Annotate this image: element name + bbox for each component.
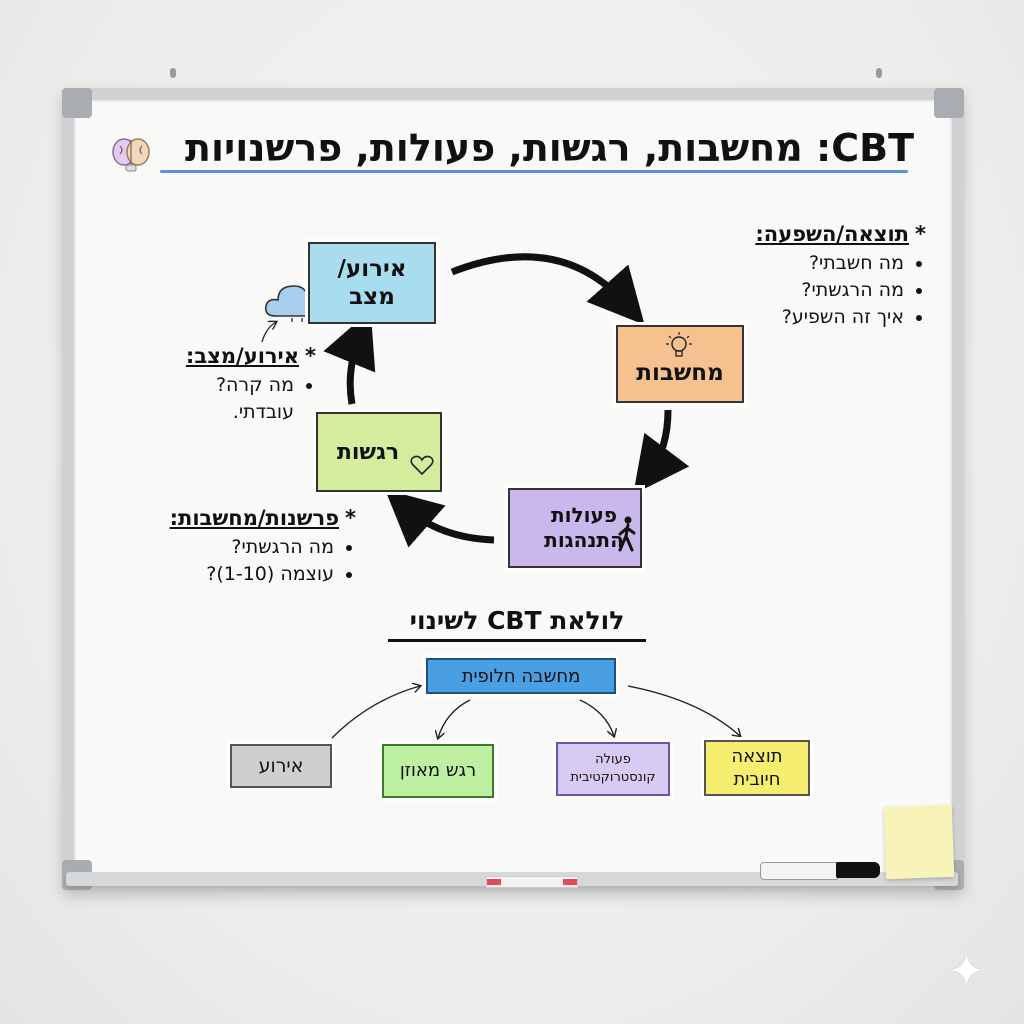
alt-thought-label: מחשבה חלופית bbox=[461, 665, 581, 687]
event-situation-label: אירוע/ מצב bbox=[337, 256, 407, 310]
wall-nail-right bbox=[876, 68, 882, 78]
constructive-action-label: פעולה קונסטרוקטיבית bbox=[570, 752, 656, 785]
thoughts-label: מחשבות bbox=[636, 360, 724, 386]
notes-outcome-item: מה חשבתי? bbox=[755, 250, 904, 277]
walking-person-icon bbox=[618, 516, 636, 552]
notes-outcome-item: מה הרגשתי? bbox=[755, 277, 904, 304]
sparkle-icon: ✦ bbox=[948, 946, 985, 997]
lightbulb-icon bbox=[666, 332, 692, 357]
brain-icon bbox=[112, 138, 150, 172]
whiteboard-marker bbox=[760, 862, 880, 880]
sticky-note bbox=[883, 804, 955, 880]
board-corner bbox=[62, 88, 92, 118]
notes-event-item: מה קרה? bbox=[186, 372, 294, 399]
asterisk-icon: * bbox=[915, 222, 926, 246]
notes-interpretation-item: מה הרגשתי? bbox=[170, 534, 334, 561]
asterisk-icon: * bbox=[305, 344, 316, 368]
balanced-feeling-box: רגש מאוזן bbox=[382, 744, 494, 798]
feelings-box: רגשות bbox=[316, 412, 442, 492]
page-title: CBT: מחשבות, רגשות, פעולות, פרשנויות bbox=[185, 126, 914, 170]
title-underline bbox=[160, 170, 908, 173]
small-event-box: אירוע bbox=[230, 744, 332, 788]
notes-event-heading: אירוע/מצב: bbox=[185, 344, 300, 368]
alt-thought-box: מחשבה חלופית bbox=[426, 658, 616, 694]
event-situation-box: אירוע/ מצב bbox=[308, 242, 436, 324]
wall-nail-left bbox=[170, 68, 176, 78]
board-corner bbox=[934, 88, 964, 118]
notes-interpretation-heading: פרשנות/מחשבות: bbox=[169, 506, 340, 530]
notes-outcome: *תוצאה/השפעה: מה חשבתי? מה הרגשתי? איך ז… bbox=[755, 222, 926, 331]
notes-event: *אירוע/מצב: מה קרה? עובדתי. bbox=[186, 344, 316, 426]
notes-interpretation: *פרשנות/מחשבות: מה הרגשתי? עוצמה (1-10)? bbox=[170, 506, 356, 588]
balanced-feeling-label: רגש מאוזן bbox=[399, 760, 477, 781]
actions-behavior-label: פעולות התנהגות bbox=[544, 503, 624, 552]
actions-behavior-box: פעולות התנהגות bbox=[508, 488, 642, 568]
constructive-action-box: פעולה קונסטרוקטיבית bbox=[556, 742, 670, 796]
small-event-label: אירוע bbox=[258, 755, 304, 777]
feelings-label: רגשות bbox=[336, 439, 400, 465]
notes-interpretation-item: עוצמה (1-10)? bbox=[170, 561, 334, 588]
heart-icon bbox=[410, 455, 434, 476]
eraser bbox=[486, 876, 578, 888]
asterisk-icon: * bbox=[345, 506, 356, 530]
change-loop-heading: לולאת CBT לשינוי bbox=[388, 606, 646, 642]
positive-outcome-box: תוצאה חיובית bbox=[704, 740, 810, 796]
positive-outcome-label: תוצאה חיובית bbox=[731, 746, 783, 790]
notes-event-extra: עובדתי. bbox=[232, 401, 294, 423]
notes-outcome-item: איך זה השפיע? bbox=[755, 304, 904, 331]
notes-outcome-heading: תוצאה/השפעה: bbox=[755, 222, 910, 246]
